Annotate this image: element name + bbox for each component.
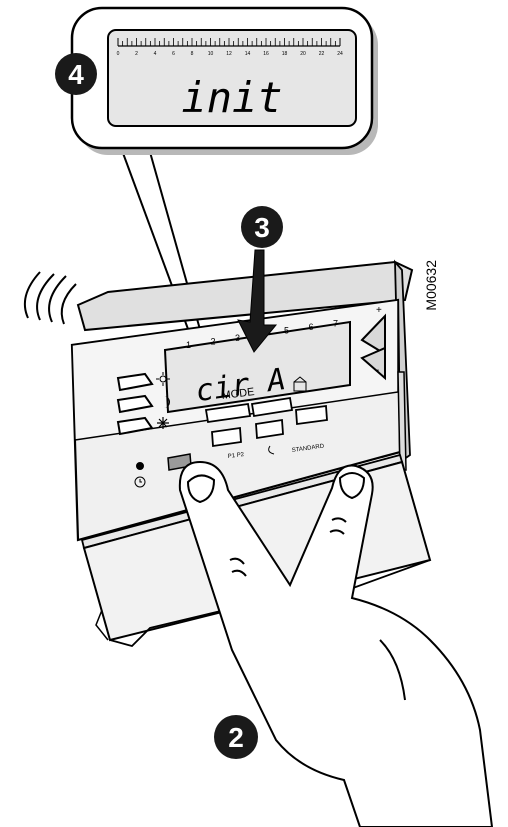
- hour-scale-label: 8: [191, 51, 194, 57]
- hour-scale-label: 20: [300, 51, 306, 57]
- callout-badge-4: 4: [55, 53, 97, 95]
- svg-text:+: +: [376, 305, 382, 316]
- hour-scale-label: 2: [135, 51, 138, 57]
- callout-badge-3: 3: [241, 206, 283, 248]
- hour-scale-label: 18: [282, 51, 288, 57]
- day-number: 5: [284, 326, 289, 336]
- radio-waves-icon: [25, 272, 76, 324]
- hour-scale-label: 14: [245, 51, 251, 57]
- day-number: 7: [333, 318, 338, 328]
- day-number: 6: [309, 322, 314, 332]
- day-number: 3: [235, 333, 240, 343]
- pointing-hand-icon: [180, 462, 492, 827]
- hour-scale-label: 24: [337, 51, 343, 57]
- callout-badge-2: 2: [214, 715, 258, 759]
- day-number: 2: [211, 336, 216, 346]
- hour-scale-label: 4: [154, 51, 157, 57]
- svg-text:2: 2: [228, 722, 244, 753]
- svg-text:-: -: [376, 365, 379, 376]
- hour-scale-label: 0: [117, 51, 120, 57]
- hour-scale-label: 6: [172, 51, 175, 57]
- day-number: 1: [186, 340, 191, 350]
- hour-scale-label: 16: [263, 51, 269, 57]
- right-set-button[interactable]: [296, 406, 327, 424]
- hour-scale-label: 12: [226, 51, 232, 57]
- figure-code: M00632: [423, 260, 439, 311]
- zoom-display-text: init: [181, 73, 282, 122]
- svg-text:3: 3: [254, 212, 270, 243]
- hour-scale-label: 22: [319, 51, 325, 57]
- svg-text:4: 4: [68, 59, 84, 90]
- hour-scale-label: 10: [208, 51, 214, 57]
